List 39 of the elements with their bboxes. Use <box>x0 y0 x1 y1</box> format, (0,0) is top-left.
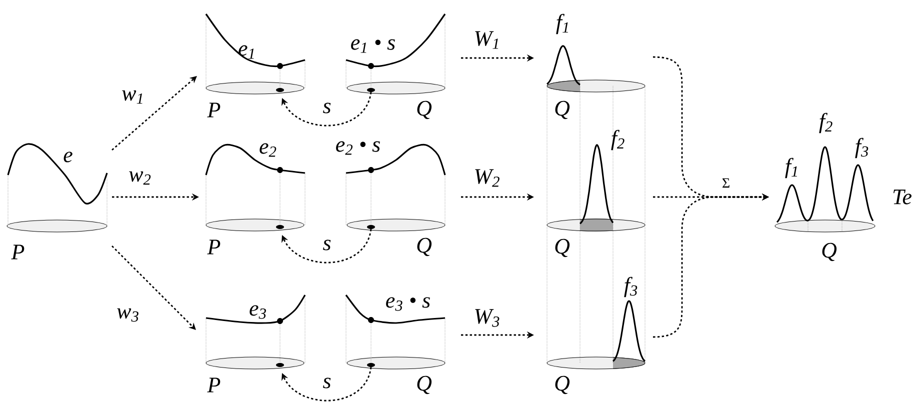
math-label: f$_{3}$ <box>624 276 638 298</box>
edge-label: W$_{3}$ <box>472 308 502 328</box>
math-label: e$_{2}$ <box>260 143 276 157</box>
math-label: P <box>11 244 24 260</box>
math-label: P <box>207 378 220 392</box>
math-label: f$_{1}$ <box>556 14 568 34</box>
edge-label: W$_{2}$ <box>472 168 502 188</box>
math-label: f$_{3}$ <box>855 138 868 158</box>
math-label: Q <box>555 100 570 120</box>
arrow <box>112 246 196 330</box>
edge-label: s <box>322 376 332 390</box>
math-label: Q <box>555 376 570 394</box>
math-label: f$_{2}$ <box>819 112 832 134</box>
math-label: P <box>207 102 220 118</box>
arrow <box>282 366 372 402</box>
edge-label: s <box>322 102 332 114</box>
math-label: Q <box>555 238 570 258</box>
math-label: Q <box>822 242 837 262</box>
math-label: Q <box>417 238 432 256</box>
math-label: e$_{1}$ • s <box>351 39 395 53</box>
math-label: f$_{1}$ <box>785 158 798 178</box>
math-label: Q <box>417 376 432 394</box>
math-label: e$_{3}$ • s <box>386 297 430 311</box>
edge-label: Σ <box>720 177 732 189</box>
arrow <box>282 92 372 126</box>
edge-label: w$_{3}$ <box>116 307 140 323</box>
edge-label: w$_{2}$ <box>128 170 152 186</box>
math-label: e$_{2}$ • s <box>336 141 380 155</box>
math-label: Te <box>893 190 912 204</box>
math-label: e <box>64 152 72 162</box>
math-label: e$_{3}$ <box>250 305 266 319</box>
math-label: Q <box>417 100 432 120</box>
edge-label: w$_{1}$ <box>120 89 146 105</box>
arrow <box>282 228 372 264</box>
arrow <box>112 76 197 151</box>
edge-label: W$_{1}$ <box>472 30 502 50</box>
edge-label: s <box>322 238 332 252</box>
math-label: P <box>207 240 220 254</box>
math-label: f$_{2}$ <box>611 130 624 150</box>
